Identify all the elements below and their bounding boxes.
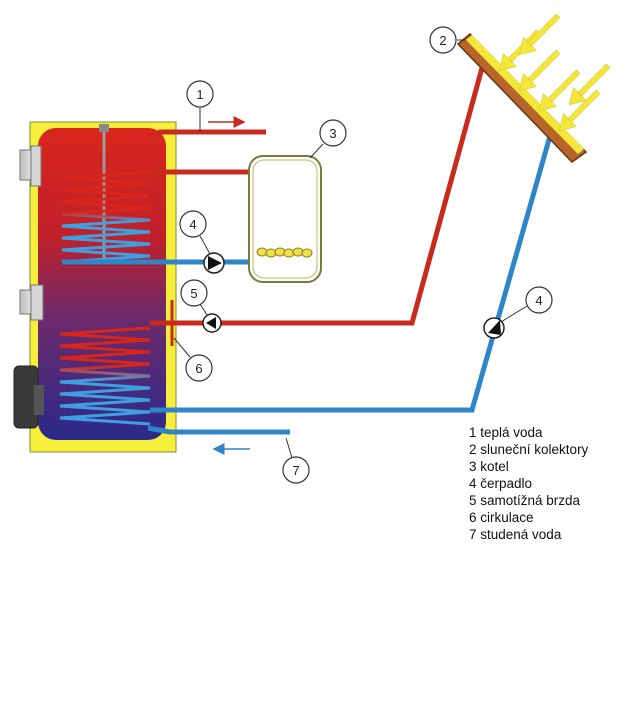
boiler [248,155,322,283]
faint-reflection [70,600,470,700]
callout-2: 2 [429,26,466,54]
callout-3: 3 [309,119,347,159]
probe-cap [99,124,109,132]
callout-6: 6 [173,337,213,382]
flame-icon [256,247,313,258]
callout-4-solar-pump: 4 [500,286,553,323]
hot-water-pipe [148,129,266,142]
svg-text:6: 6 [195,361,202,376]
svg-text:3: 3 [329,126,336,141]
check-valve [202,313,222,333]
svg-text:5: 5 [190,286,197,301]
callout-1: 1 [186,80,214,132]
storage-tank [13,121,177,453]
callout-7: 7 [282,437,310,484]
upper-heat-exchanger-coil [61,170,151,264]
solar-collector [456,32,588,163]
legend-item-6: 6 cirkulace [469,510,534,525]
svg-text:7: 7 [292,463,299,478]
callout-5: 5 [180,279,208,316]
middle-fitting-box [30,284,44,321]
callout-4-boiler-pump: 4 [179,210,211,255]
svg-text:2: 2 [439,33,446,48]
legend-item-3: 3 kotel [469,459,509,474]
boiler-pump [203,252,225,274]
svg-text:1: 1 [196,87,203,102]
heater-plug [34,385,44,415]
svg-text:4: 4 [189,217,196,232]
solar-pump [483,317,505,339]
solar-return-pipe [150,135,553,413]
solar-supply-pipe [150,67,485,326]
svg-text:4: 4 [535,293,542,308]
legend-item-5: 5 samotížná brzda [469,493,581,508]
legend-item-4: 4 čerpadlo [469,476,532,491]
cold-water-pipe [147,425,290,435]
legend-item-7: 7 studená voda [469,527,562,542]
legend-item-1: 1 teplá voda [469,425,543,440]
sunlight-arrows [498,13,611,132]
legend: 1 teplá voda 2 sluneční kolektory 3 kote… [469,425,589,542]
upper-fitting-box [30,145,42,187]
lower-heat-exchanger-coil [59,326,151,426]
legend-item-2: 2 sluneční kolektory [469,442,589,457]
